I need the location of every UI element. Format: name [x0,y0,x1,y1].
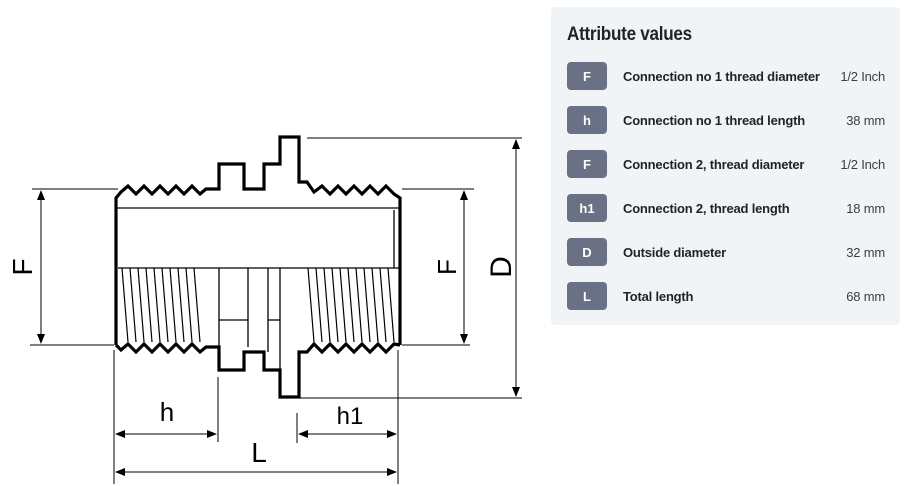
attribute-row: F Connection 2, thread diameter 1/2 Inch [567,150,885,178]
thread-hatch-line [193,267,201,343]
thread-hatch-line [307,267,315,343]
thread-hatch-line [371,267,379,343]
panel-title: Attribute values [567,24,692,45]
technical-drawing: F F D h h1 L [7,135,522,484]
thread-hatch-line [331,267,339,343]
thread-hatch-line [169,267,177,343]
dimension-lines [30,137,522,484]
label-h: h [160,397,174,427]
thread-hatch-line [347,267,355,343]
fitting-inner-lines [116,207,400,370]
label-D: D [485,256,518,278]
attribute-value: 38 mm [846,112,885,128]
thread-hatching [121,267,395,343]
label-L: L [251,437,267,468]
thread-hatch-line [363,267,371,343]
attribute-panel: Attribute values F Connection no 1 threa… [551,7,900,325]
attribute-row: F Connection no 1 thread diameter 1/2 In… [567,62,885,90]
attribute-symbol-badge: L [567,282,607,310]
label-F-right: F [432,259,462,275]
attribute-row: L Total length 68 mm [567,282,885,310]
thread-hatch-line [177,267,185,343]
thread-hatch-line [315,267,323,343]
attribute-label: Connection no 1 thread length [623,112,805,128]
attribute-symbol-badge: D [567,238,607,266]
thread-hatch-line [355,267,363,343]
thread-hatch-line [339,267,347,343]
attribute-value: 18 mm [846,200,885,216]
attribute-row: h Connection no 1 thread length 38 mm [567,106,885,134]
attribute-row: h1 Connection 2, thread length 18 mm [567,194,885,222]
thread-hatch-line [161,267,169,343]
thread-hatch-line [379,267,387,343]
attribute-label: Total length [623,288,694,304]
thread-hatch-line [153,267,161,343]
thread-hatch-line [137,267,145,343]
attribute-label: Outside diameter [623,244,726,260]
attribute-value: 32 mm [846,244,885,260]
attribute-label: Connection 2, thread diameter [623,156,805,172]
label-F-left: F [7,258,38,275]
attribute-value: 1/2 Inch [840,68,885,84]
fitting-body [114,135,402,399]
thread-hatch-line [323,267,331,343]
attribute-label: Connection no 1 thread diameter [623,68,820,84]
attribute-symbol-badge: F [567,150,607,178]
attribute-label: Connection 2, thread length [623,200,790,216]
attribute-value: 1/2 Inch [840,156,885,172]
thread-hatch-line [387,267,395,343]
fitting-outline-bottom [114,341,401,399]
thread-hatch-line [129,267,137,343]
attribute-symbol-badge: h [567,106,607,134]
thread-hatch-line [145,267,153,343]
attribute-symbol-badge: F [567,62,607,90]
attribute-symbol-badge: h1 [567,194,607,222]
fitting-outline-top [114,135,402,345]
thread-hatch-line [185,267,193,343]
attribute-value: 68 mm [846,288,885,304]
label-h1: h1 [337,403,364,430]
thread-hatch-line [121,267,129,343]
attribute-row: D Outside diameter 32 mm [567,238,885,266]
